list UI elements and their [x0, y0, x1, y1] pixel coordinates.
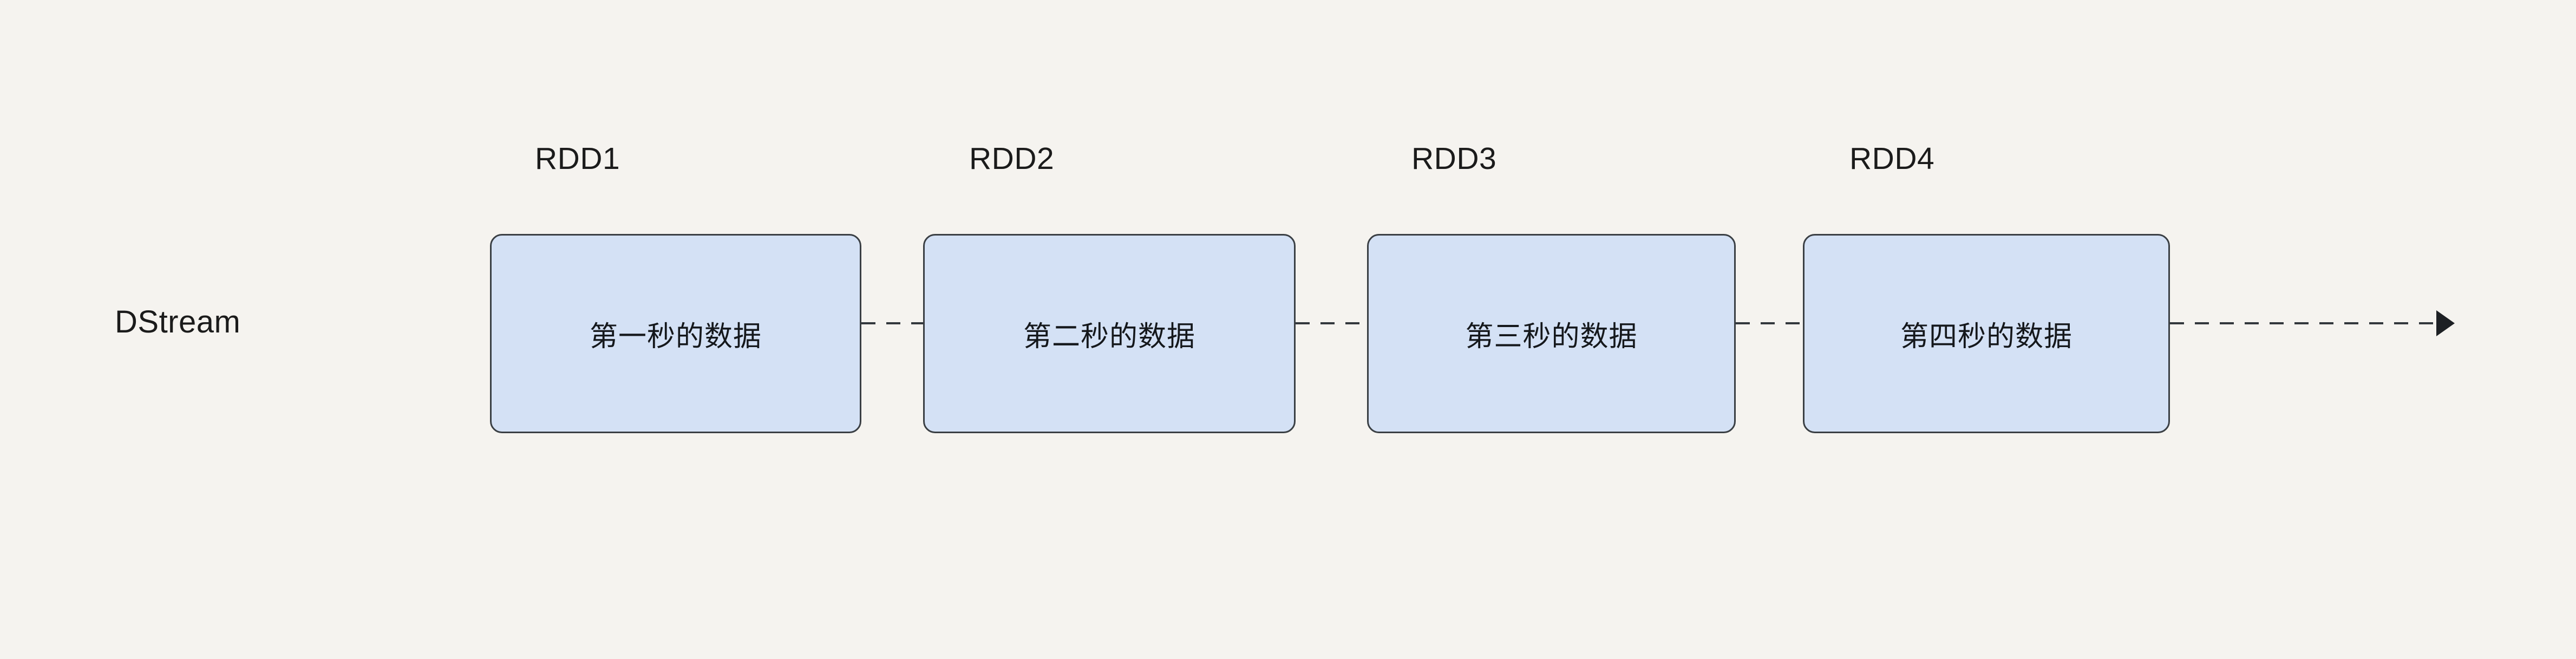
- connector-rdd4-continuation: [2170, 322, 2441, 324]
- rdd-box-1[interactable]: 第一秒的数据: [490, 234, 861, 433]
- rdd-box-4-label: 第四秒的数据: [1900, 321, 2072, 353]
- rdd-caption-2: RDD2: [969, 141, 1055, 176]
- rdd-caption-4: RDD4: [1849, 141, 1935, 176]
- rdd-caption-3: RDD3: [1411, 141, 1497, 176]
- rdd-caption-1: RDD1: [535, 141, 620, 176]
- rdd-box-3[interactable]: 第三秒的数据: [1367, 234, 1736, 433]
- rdd-box-2-label: 第二秒的数据: [1023, 321, 1195, 353]
- rdd-box-4[interactable]: 第四秒的数据: [1803, 234, 2170, 433]
- rdd-box-3-label: 第三秒的数据: [1465, 321, 1638, 353]
- rdd-box-1-label: 第一秒的数据: [589, 321, 762, 353]
- rdd-box-2[interactable]: 第二秒的数据: [923, 234, 1296, 433]
- connector-rdd2-rdd3: [1296, 322, 1368, 324]
- arrowhead-icon: [2436, 310, 2455, 336]
- connector-rdd3-rdd4: [1736, 322, 1804, 324]
- connector-rdd1-rdd2: [861, 322, 924, 324]
- dstream-row-label: DStream: [115, 304, 241, 340]
